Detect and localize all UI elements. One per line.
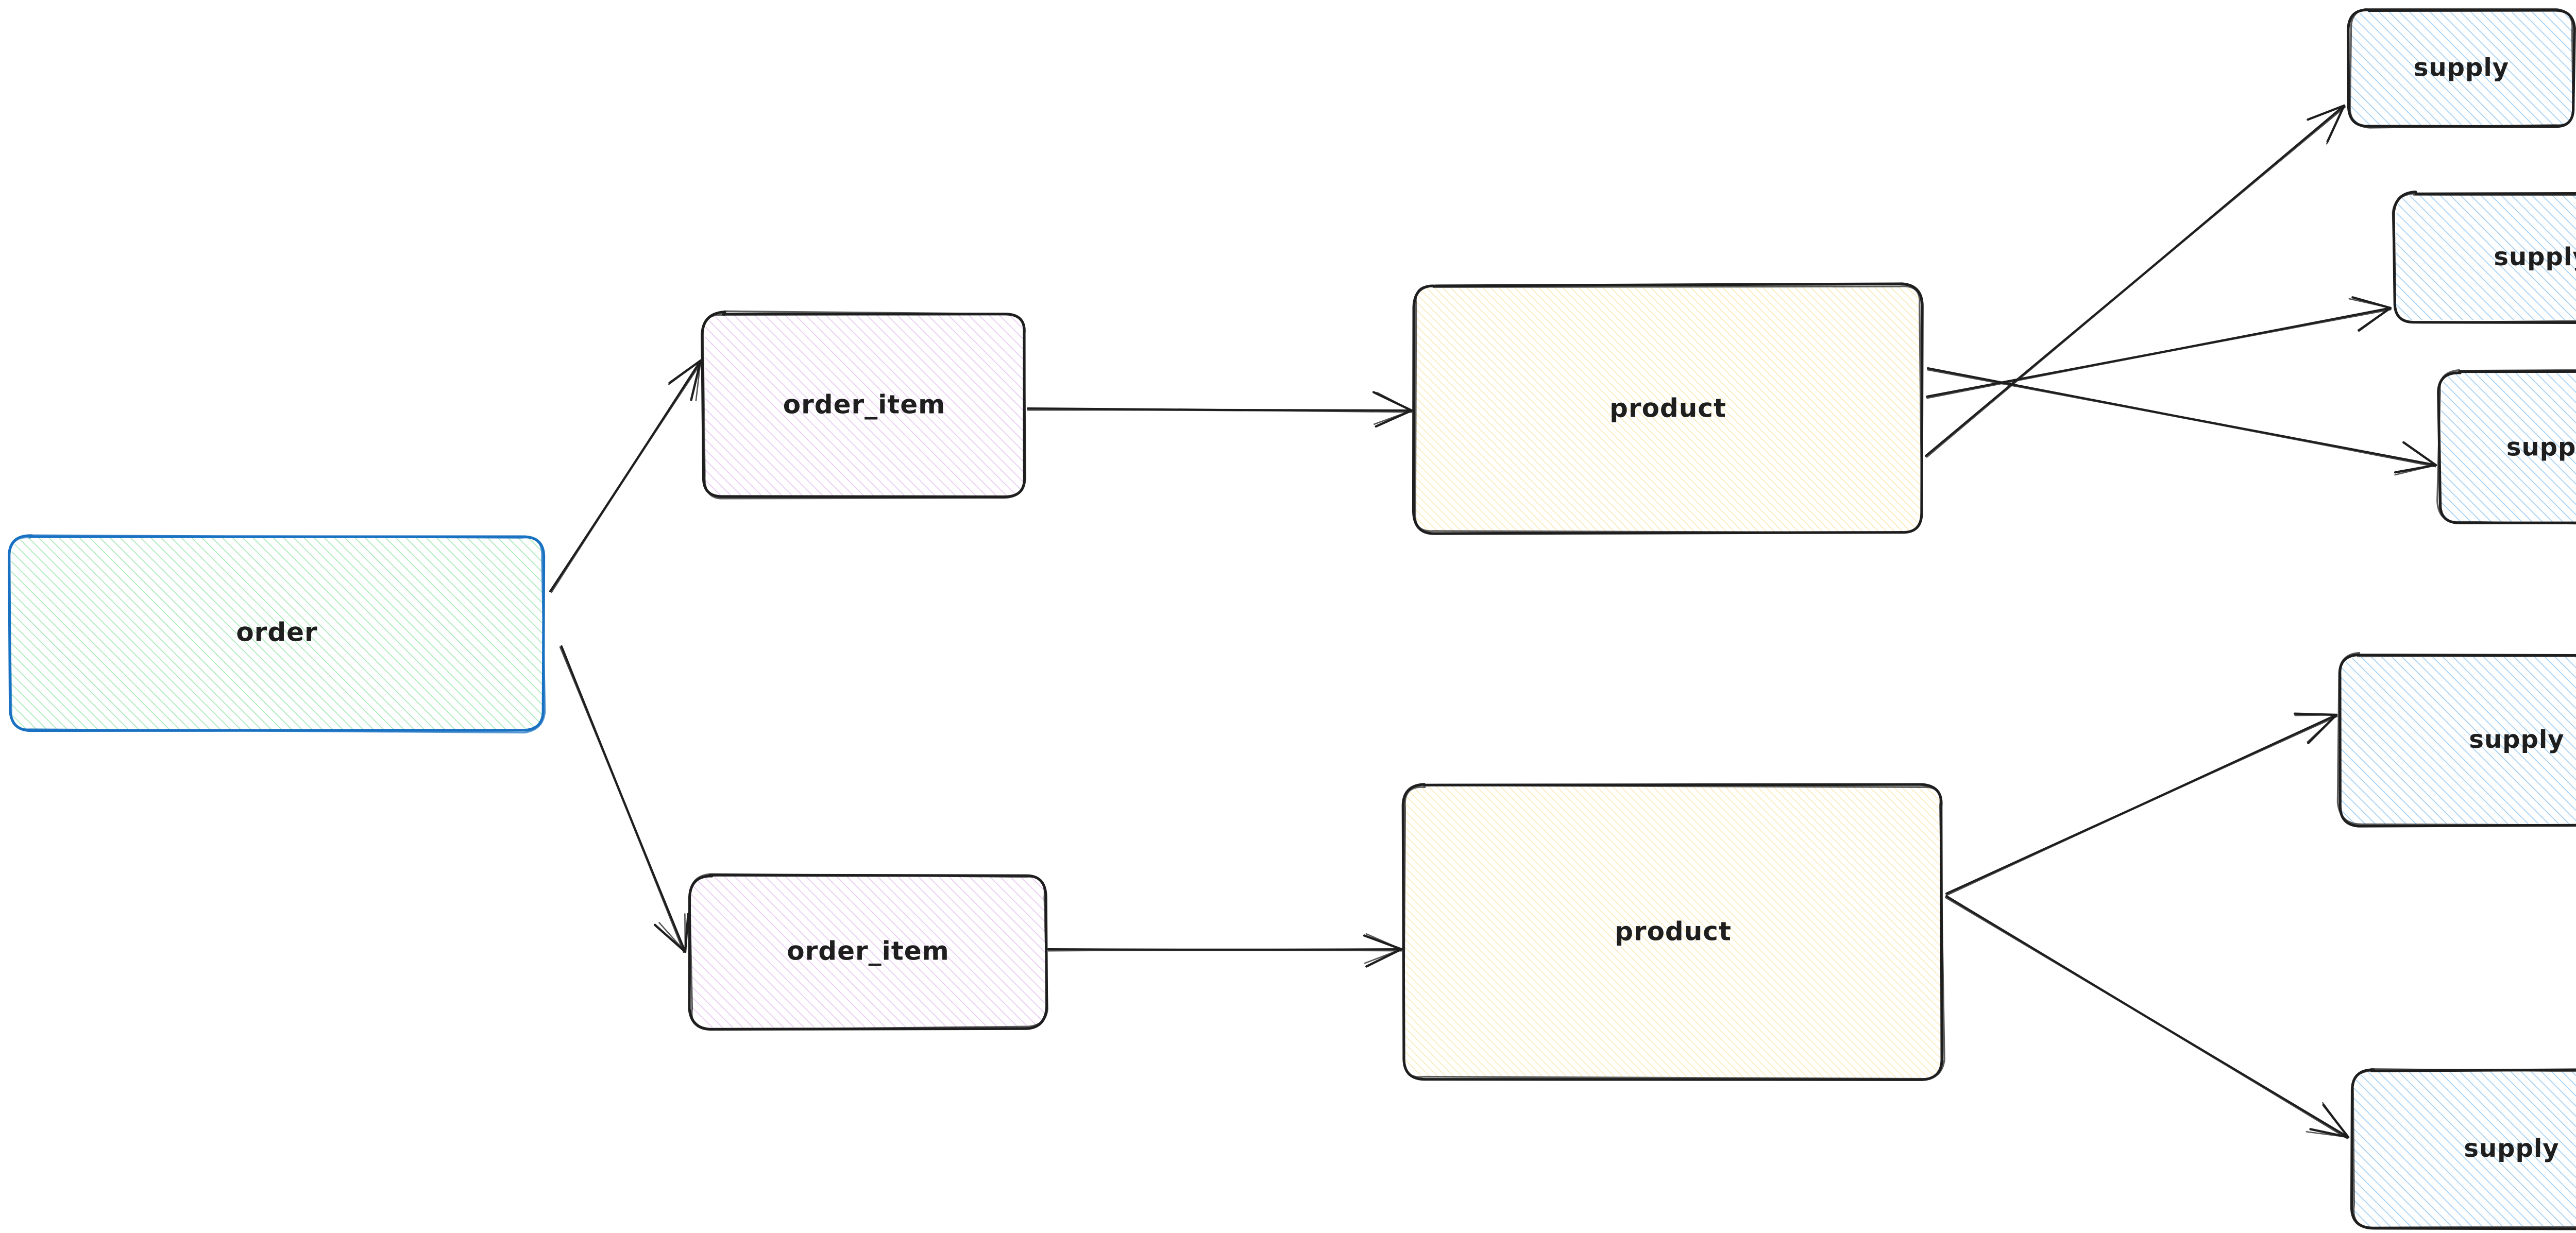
arrowhead-stroke xyxy=(668,359,702,385)
node-label: supply xyxy=(2494,243,2576,271)
edge-line xyxy=(1926,106,2346,458)
node-label: supply xyxy=(2414,54,2509,82)
edge-line xyxy=(1945,897,2348,1140)
node-label: product xyxy=(1609,393,1726,423)
edge-line xyxy=(1945,895,2349,1138)
node-outline xyxy=(2347,8,2576,128)
arrowhead-stroke xyxy=(2326,105,2345,145)
node-fill xyxy=(691,876,1046,1028)
node-label: supply xyxy=(2469,725,2564,754)
node-label: order xyxy=(236,618,317,647)
node-label: supply xyxy=(2464,1134,2559,1163)
node-order[interactable]: order xyxy=(8,534,546,734)
edge-e1[interactable] xyxy=(549,359,703,593)
node-outline xyxy=(2352,1068,2576,1229)
arrowhead-stroke xyxy=(2394,464,2437,476)
edge-e8[interactable] xyxy=(1945,712,2338,896)
edge-line xyxy=(1946,715,2338,896)
node-outline xyxy=(702,310,1027,500)
node-supply_4[interactable]: supply xyxy=(2336,652,2576,828)
edge-line xyxy=(1027,409,1413,413)
edge-line xyxy=(1926,309,2392,399)
edge-e4[interactable] xyxy=(1047,933,1403,968)
node-fill xyxy=(705,314,1025,498)
edge-e2[interactable] xyxy=(559,645,689,953)
node-supply_1[interactable]: supply xyxy=(2347,8,2576,129)
node-outline xyxy=(2392,192,2576,323)
node-supply_2[interactable]: supply xyxy=(2392,191,2576,324)
arrowhead-stroke xyxy=(2403,442,2437,466)
node-fill xyxy=(1415,285,1920,534)
arrowhead-stroke xyxy=(1365,933,1402,950)
arrowhead-stroke xyxy=(1373,409,1413,425)
arrowhead-stroke xyxy=(2306,1131,2349,1138)
edge-line xyxy=(1047,949,1402,952)
arrowhead-stroke xyxy=(2358,307,2392,332)
node-supply_5[interactable]: supply xyxy=(2350,1068,2576,1230)
node-order_item_bottom[interactable]: order_item xyxy=(688,873,1048,1031)
node-fill xyxy=(2439,373,2576,522)
edge-e3[interactable] xyxy=(1027,391,1413,428)
arrowhead-stroke xyxy=(2307,714,2337,743)
arrowhead-stroke xyxy=(690,359,702,401)
node-outline xyxy=(1414,285,1923,534)
arrowhead-stroke xyxy=(2348,298,2392,309)
arrowhead-stroke xyxy=(2322,1102,2349,1138)
edge-line xyxy=(1927,369,2436,468)
node-fill xyxy=(2395,193,2576,320)
node-outline xyxy=(2349,8,2574,129)
node-layer: orderorder_itemorder_itemproductproducts… xyxy=(8,8,2576,1230)
node-fill xyxy=(1404,785,1942,1079)
edge-e5[interactable] xyxy=(1925,104,2346,458)
edge-e7[interactable] xyxy=(1927,367,2437,476)
arrowhead-stroke xyxy=(2307,105,2345,120)
node-product_bottom[interactable]: product xyxy=(1401,783,1945,1081)
node-outline xyxy=(2436,369,2576,525)
node-label: order_item xyxy=(787,936,949,966)
node-outline xyxy=(2336,652,2576,826)
arrowhead-stroke xyxy=(695,359,702,402)
edge-e9[interactable] xyxy=(1945,895,2350,1140)
node-outline xyxy=(8,534,546,734)
edge-line xyxy=(549,359,702,592)
node-fill xyxy=(2340,656,2576,825)
edge-e6[interactable] xyxy=(1926,296,2392,399)
edge-line xyxy=(559,646,685,953)
edge-line xyxy=(1925,105,2345,457)
node-fill xyxy=(2350,10,2572,125)
edge-line xyxy=(1047,948,1402,951)
edge-line xyxy=(561,645,686,953)
node-outline xyxy=(1402,784,1945,1080)
arrowhead-stroke xyxy=(1364,948,1402,964)
edge-line xyxy=(551,361,703,593)
edge-layer xyxy=(549,104,2437,1140)
arrowhead-stroke xyxy=(653,923,687,953)
node-fill xyxy=(2352,1071,2576,1227)
arrowhead-stroke xyxy=(658,922,686,953)
node-label: supply xyxy=(2506,433,2576,462)
edge-line xyxy=(1927,367,2437,466)
node-label: product xyxy=(1615,917,1732,947)
node-outline xyxy=(688,873,1048,1031)
node-fill xyxy=(10,537,543,730)
arrowhead-stroke xyxy=(1376,391,1413,412)
edge-line xyxy=(1945,714,2337,895)
node-product_top[interactable]: product xyxy=(1412,282,1924,535)
node-order_item_top[interactable]: order_item xyxy=(701,310,1027,500)
node-label: order_item xyxy=(783,390,945,420)
node-supply_3[interactable]: supply xyxy=(2436,369,2576,525)
